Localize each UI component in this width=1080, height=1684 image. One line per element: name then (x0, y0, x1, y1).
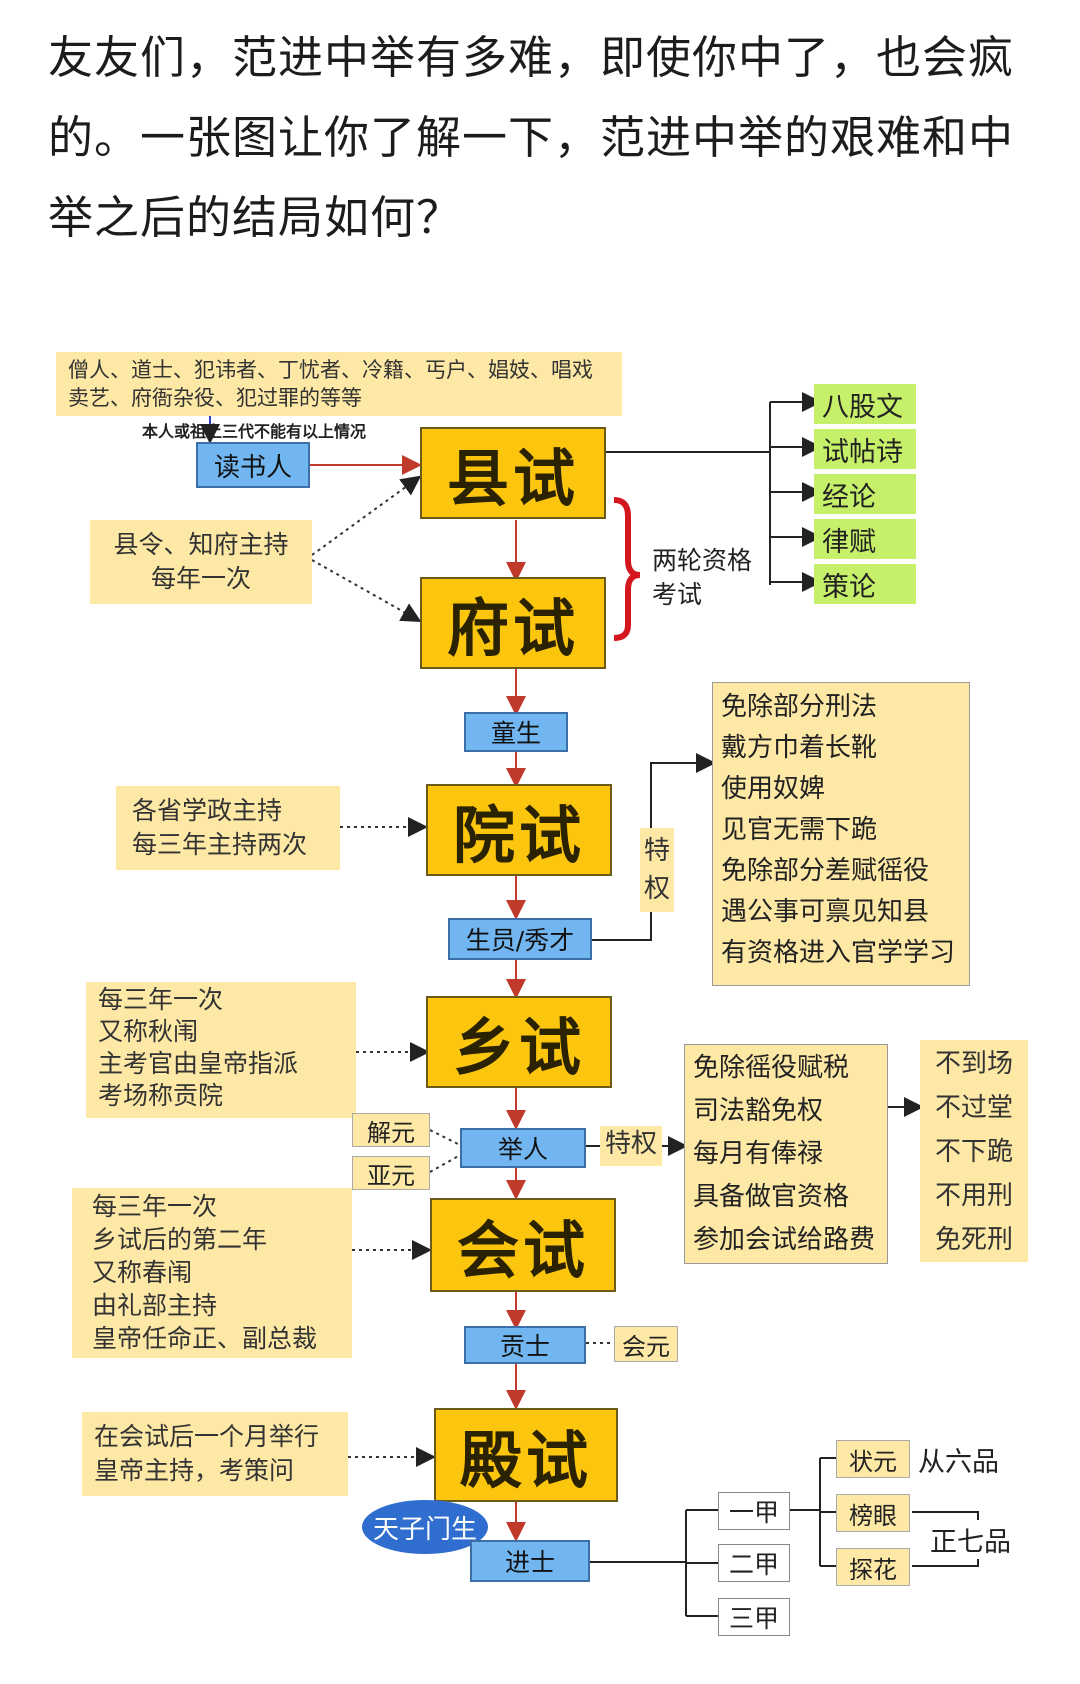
two-rounds-line-2: 考试 (652, 580, 703, 609)
excluded-line-2: 卖艺、府衙杂役、犯过罪的等等 (68, 386, 362, 410)
juren-privileges-list: 免除徭役赋税 司法豁免权 每月有俸禄 具备做官资格 参加会试给路费 (684, 1044, 888, 1264)
palace-exam-box: 殿试 (434, 1408, 618, 1502)
immunity-4: 不用刑 (934, 1181, 1013, 1211)
xiucai-priv-3: 使用奴婢 (721, 774, 826, 804)
provincial-exam-box: 乡试 (426, 996, 612, 1088)
subject-baguwen: 八股文 (814, 384, 916, 424)
prefecture-exam-box: 府试 (420, 577, 606, 669)
rank-from-six-label: 从六品 (918, 1447, 999, 1478)
academy-exam-note: 各省学政主持 每三年主持两次 (116, 786, 340, 870)
xiucai-priv-6: 遇公事可禀见知县 (721, 897, 930, 927)
xiucai-priv-2: 戴方巾着长靴 (721, 733, 878, 763)
metropolitan-exam-note: 每三年一次 乡试后的第二年 又称春闱 由礼部主持 皇帝任命正、副总裁 (72, 1188, 352, 1358)
palace-exam-note: 在会试后一个月举行 皇帝主持，考策问 (82, 1412, 348, 1496)
provincial-note-line-1: 每三年一次 (98, 985, 224, 1014)
academy-note-line-1: 各省学政主持 (132, 796, 283, 825)
provincial-note-line-4: 考场称贡院 (98, 1081, 224, 1110)
provincial-note-line-3: 主考官由皇帝指派 (98, 1049, 299, 1078)
juren-priv-1: 免除徭役赋税 (693, 1053, 850, 1083)
excluded-line-1: 僧人、道士、犯讳者、丁忧者、冷籍、丐户、娼妓、唱戏 (68, 358, 593, 382)
immunity-2: 不过堂 (934, 1093, 1013, 1123)
palace-note-line-2: 皇帝主持，考策问 (94, 1456, 295, 1485)
metropolitan-note-line-2: 乡试后的第二年 (92, 1225, 268, 1254)
subject-celun: 策论 (814, 564, 916, 604)
juren-priv-5: 参加会试给路费 (693, 1225, 876, 1255)
immunity-1: 不到场 (934, 1049, 1013, 1079)
juren-privilege-tag: 特权 (600, 1126, 662, 1166)
subject-shitieshi: 试帖诗 (814, 429, 916, 469)
tanhua-tag: 探花 (836, 1548, 910, 1586)
xiucai-priv-7: 有资格进入官学学习 (721, 938, 956, 968)
bangyan-tag: 榜眼 (836, 1494, 910, 1532)
metropolitan-exam-box: 会试 (430, 1198, 616, 1292)
immunity-3: 不下跪 (934, 1137, 1013, 1167)
juren-box: 举人 (460, 1128, 586, 1168)
xiucai-priv-5: 免除部分差赋徭役 (721, 856, 930, 886)
provincial-exam-note: 每三年一次 又称秋闱 主考官由皇帝指派 考场称贡院 (86, 982, 356, 1118)
third-class-label: 三甲 (718, 1598, 790, 1636)
yayuan-tag: 亚元 (352, 1156, 430, 1190)
two-rounds-line-1: 两轮资格 (652, 546, 753, 575)
first-class-label: 一甲 (718, 1492, 790, 1530)
juren-priv-4: 具备做官资格 (693, 1182, 850, 1212)
privilege-char-1: 特 (643, 836, 670, 866)
judicial-immunity-list: 不到场 不过堂 不下跪 不用刑 免死刑 (920, 1040, 1028, 1262)
tongsheng-box: 童生 (464, 712, 568, 752)
xiucai-privilege-tag: 特 权 (640, 828, 674, 912)
jieyuan-tag: 解元 (352, 1113, 430, 1147)
juren-priv-2: 司法豁免权 (693, 1096, 824, 1126)
immunity-5: 免死刑 (934, 1225, 1013, 1255)
academy-note-line-2: 每三年主持两次 (132, 830, 308, 859)
metropolitan-note-line-3: 又称春闱 (92, 1258, 193, 1287)
two-rounds-label: 两轮资格 考试 (652, 544, 772, 612)
gongshi-box: 贡士 (464, 1326, 586, 1364)
provincial-note-line-2: 又称秋闱 (98, 1017, 199, 1046)
metropolitan-note-line-1: 每三年一次 (92, 1192, 218, 1221)
jinshi-box: 进士 (470, 1540, 590, 1582)
zhuangyuan-tag: 状元 (836, 1440, 910, 1478)
subject-lufu: 律赋 (814, 519, 916, 559)
palace-note-line-1: 在会试后一个月举行 (94, 1422, 320, 1451)
second-class-label: 二甲 (718, 1544, 790, 1582)
xiucai-priv-1: 免除部分刑法 (721, 692, 878, 722)
tianzi-mensheng-bubble: 天子门生 (362, 1500, 488, 1554)
county-note-line-1: 县令、知府主持 (113, 530, 289, 559)
metropolitan-note-line-5: 皇帝任命正、副总裁 (92, 1324, 318, 1353)
county-exam-box: 县试 (420, 427, 606, 519)
subject-jinglun: 经论 (814, 474, 916, 514)
xiucai-privileges-list: 免除部分刑法 戴方巾着长靴 使用奴婢 见官无需下跪 免除部分差赋徭役 遇公事可禀… (712, 682, 970, 986)
privilege-char-2: 权 (643, 874, 670, 904)
excluded-groups-note: 僧人、道士、犯讳者、丁忧者、冷籍、丐户、娼妓、唱戏 卖艺、府衙杂役、犯过罪的等等 (56, 352, 622, 416)
xiucai-box: 生员/秀才 (448, 918, 592, 960)
juren-priv-3: 每月有俸禄 (693, 1139, 824, 1169)
county-exam-note: 县令、知府主持 每年一次 (90, 520, 312, 604)
huiyuan-tag: 会元 (614, 1326, 678, 1362)
county-note-line-2: 每年一次 (150, 564, 251, 593)
scholar-box: 读书人 (196, 442, 310, 488)
intro-text: 友友们，范进中举有多难，即使你中了，也会疯的。一张图让你了解一下，范进中举的艰难… (48, 31, 1015, 244)
excluded-caption: 本人或祖上三代不能有以上情况 (142, 422, 367, 441)
academy-exam-box: 院试 (426, 784, 612, 876)
rank-seven-label: 正七品 (930, 1520, 1030, 1559)
xiucai-priv-4: 见官无需下跪 (721, 815, 878, 845)
metropolitan-note-line-4: 由礼部主持 (92, 1291, 218, 1320)
